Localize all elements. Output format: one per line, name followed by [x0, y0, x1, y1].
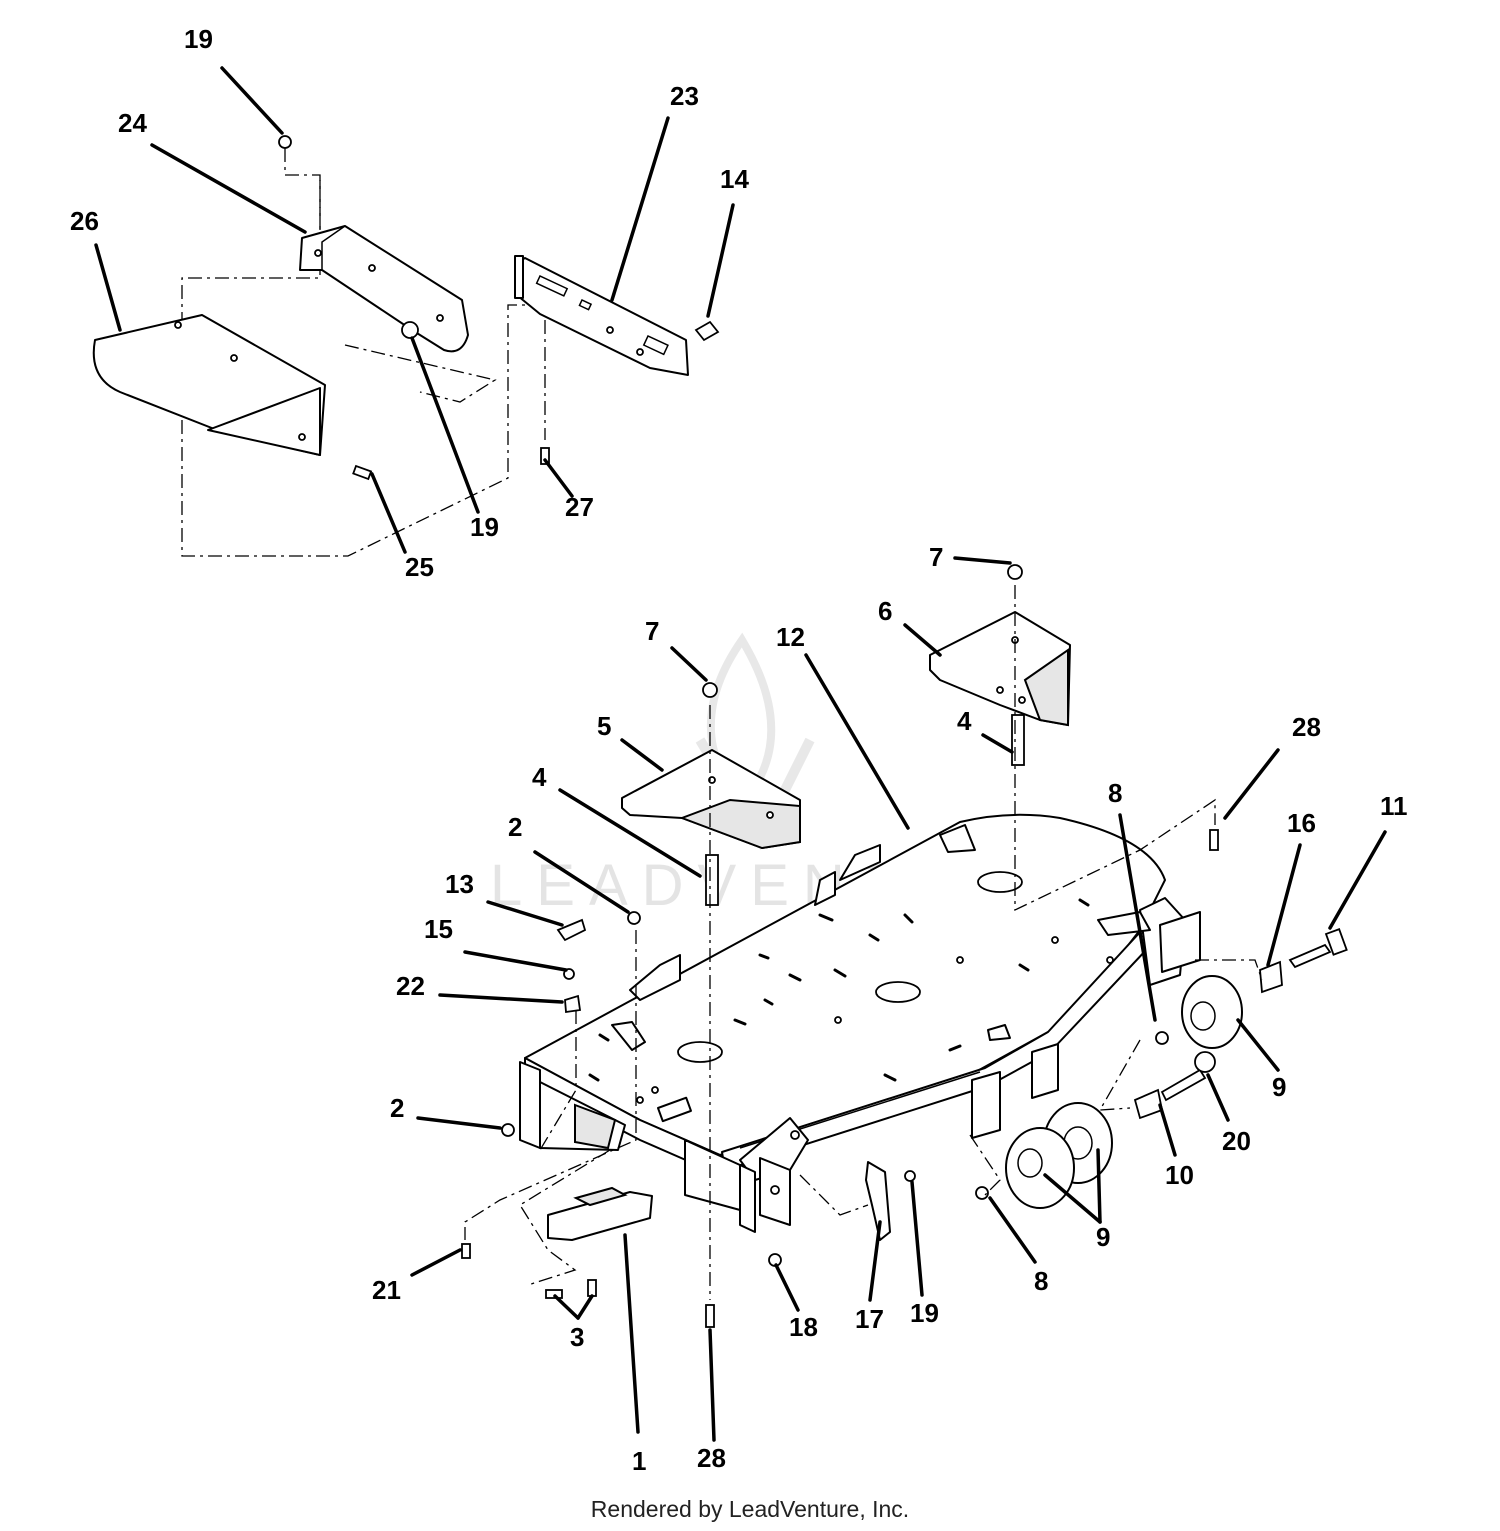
callout-20: 20 — [1222, 1126, 1251, 1156]
upper-hardware — [278, 135, 720, 481]
callout-2: 2 — [508, 812, 522, 842]
callout-9: 9 — [1096, 1222, 1110, 1252]
mower-deck-part-12 — [519, 813, 1201, 1233]
callout-12: 12 — [776, 622, 805, 652]
bolt-shank-part-20 — [1160, 1068, 1207, 1102]
callout-5: 5 — [597, 711, 611, 741]
bolt-part-21 — [461, 1243, 471, 1259]
callout-4: 4 — [957, 706, 972, 736]
bolt-part-7b — [1007, 564, 1023, 580]
callout-28: 28 — [1292, 712, 1321, 742]
callout-27: 27 — [565, 492, 594, 522]
belt-cover-part-5 — [621, 749, 801, 850]
callout-18: 18 — [789, 1312, 818, 1342]
callout-4: 4 — [532, 762, 547, 792]
callout-17: 17 — [855, 1304, 884, 1334]
belt-cover-part-6 — [929, 611, 1071, 727]
callout-26: 26 — [70, 206, 99, 236]
spacer-part-4a — [705, 854, 719, 906]
callout-2: 2 — [390, 1093, 404, 1123]
gauge-wheels-part-9 — [1005, 975, 1243, 1209]
clip-part-13 — [556, 918, 587, 942]
bolt-part-28a — [1209, 829, 1219, 851]
bracket-part-17 — [865, 1161, 891, 1241]
callout-1: 1 — [632, 1446, 646, 1476]
nut-part-8b — [975, 1186, 989, 1200]
bolt-head-part-20 — [1194, 1051, 1216, 1073]
callout-13: 13 — [445, 869, 474, 899]
callout-8: 8 — [1034, 1266, 1048, 1296]
nut-part-2b — [501, 1123, 515, 1137]
callout-19: 19 — [184, 24, 213, 54]
bolt-part-3b — [587, 1279, 597, 1297]
mounting-bracket-part-24 — [299, 225, 469, 353]
callout-23: 23 — [670, 81, 699, 111]
deck-hardware — [461, 564, 1348, 1328]
spacer-part-4b — [1011, 714, 1025, 766]
bolt-shank-part-11 — [1288, 943, 1332, 969]
callout-3: 3 — [570, 1322, 584, 1352]
bushing-part-16 — [1259, 960, 1283, 994]
mounting-plate-part-23 — [514, 255, 689, 376]
deck-leaders — [410, 556, 1387, 1442]
callout-22: 22 — [396, 971, 425, 1001]
bolt-part-7a — [702, 682, 718, 698]
callout-7: 7 — [645, 616, 659, 646]
nut-part-8a — [1155, 1031, 1169, 1045]
deck-dashed-lines — [464, 585, 1263, 1300]
callout-9: 9 — [1272, 1072, 1286, 1102]
callout-11: 11 — [1380, 791, 1408, 821]
callout-8: 8 — [1108, 778, 1122, 808]
callout-25: 25 — [405, 552, 434, 582]
bolt-part-28b — [705, 1304, 715, 1328]
nut-part-2a — [627, 911, 641, 925]
callout-6: 6 — [878, 596, 892, 626]
callout-14: 14 — [720, 164, 749, 194]
callout-19: 19 — [470, 512, 499, 542]
bumper-part-22 — [564, 994, 582, 1014]
bushing-part-10 — [1133, 1088, 1164, 1120]
callout-21: 21 — [372, 1275, 401, 1305]
bolt-part-3a — [545, 1289, 563, 1299]
callout-10: 10 — [1165, 1160, 1194, 1190]
footer-credit: Rendered by LeadVenture, Inc. — [590, 1496, 910, 1522]
front-baffle-part-1 — [547, 1186, 653, 1241]
callout-28: 28 — [697, 1443, 726, 1473]
upper-assembly — [92, 66, 735, 557]
callout-19: 19 — [910, 1298, 939, 1328]
deflector-shield-part-26 — [92, 314, 326, 456]
callout-labels: 19 24 26 23 14 19 27 25 7 6 7 12 4 5 28 … — [70, 24, 1408, 1476]
callout-15: 15 — [424, 914, 453, 944]
callout-24: 24 — [118, 108, 147, 138]
callout-16: 16 — [1287, 808, 1316, 838]
callout-7: 7 — [929, 542, 943, 572]
nut-part-19c — [904, 1170, 916, 1182]
bolt-head-part-11 — [1324, 928, 1348, 956]
